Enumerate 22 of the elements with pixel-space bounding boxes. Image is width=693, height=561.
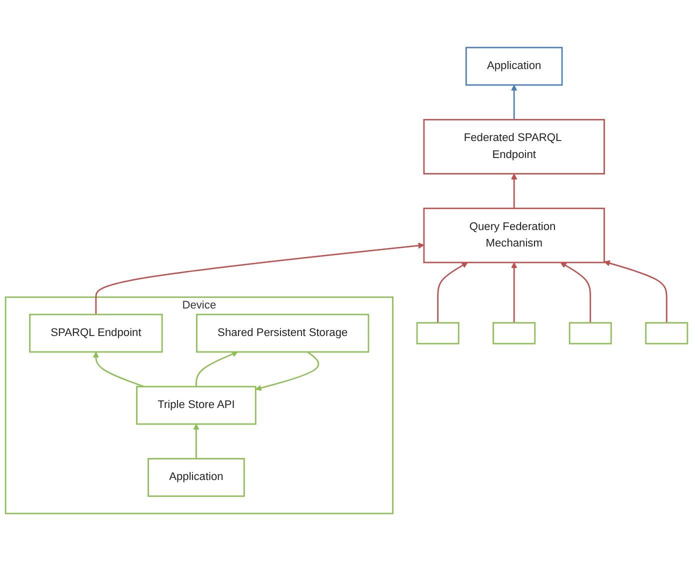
node-box [645,322,688,344]
arrow [255,351,320,391]
arrow [511,84,518,120]
node-box: Federated SPARQL Endpoint [423,118,605,174]
arrow [511,173,518,208]
arrow [193,424,200,459]
arrow [437,262,468,323]
node-box: SPARQL Endpoint [29,314,163,353]
arrow [95,242,424,314]
node-box: Application [148,458,245,497]
node-box: Triple Store API [136,386,256,425]
node-box: Application [465,46,563,86]
node-box: Shared Persistent Storage [196,314,370,353]
node-box: Query Federation Mechanism [423,208,605,264]
arrow [511,262,518,323]
node-box [568,322,612,344]
arrow [560,262,592,323]
node-box [492,322,536,344]
arrow [604,260,668,323]
arrow [92,352,144,388]
arrow [196,351,238,387]
node-box [416,322,460,344]
